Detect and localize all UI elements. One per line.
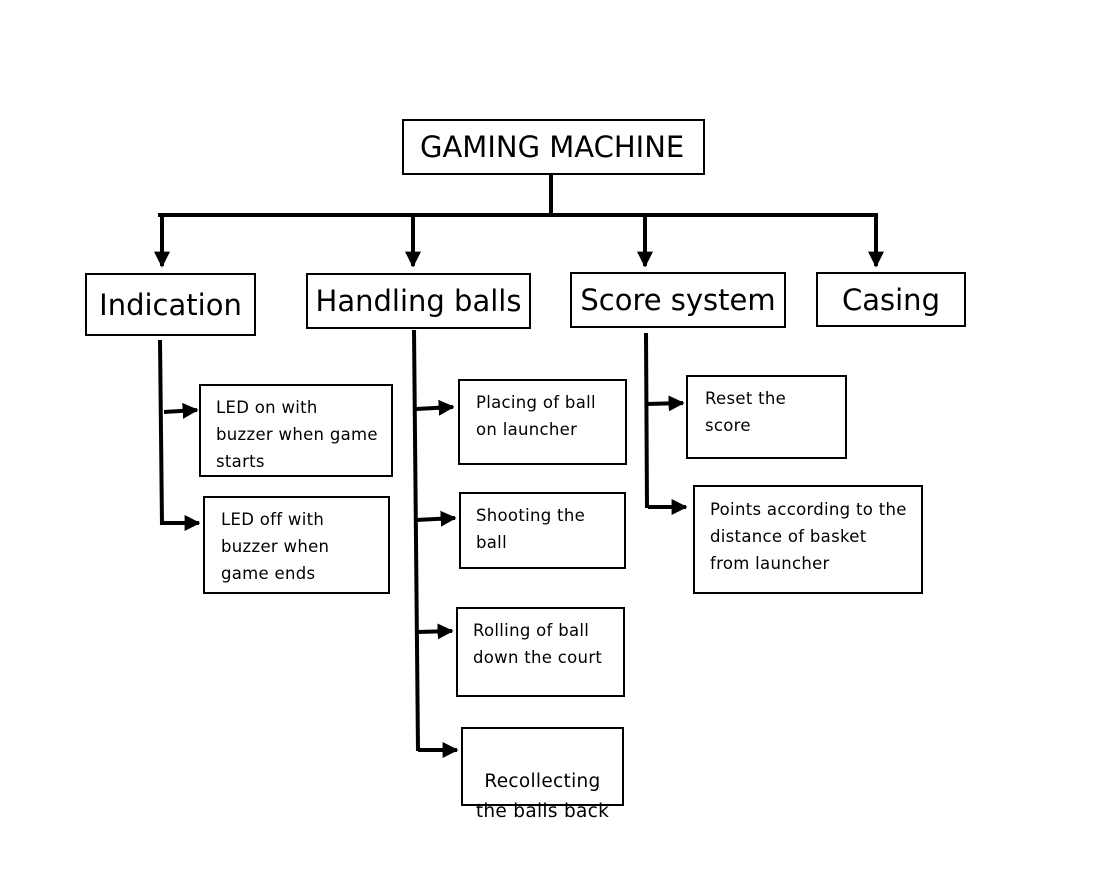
score-trunk — [644, 332, 649, 509]
indication-trunk — [158, 339, 164, 526]
category-score-system: Score system — [570, 272, 786, 328]
arrow-reset — [646, 395, 685, 412]
category-label-score-system: Score system — [580, 283, 776, 317]
leaf-shooting-ball: Shooting the ball — [459, 492, 626, 569]
root-node: GAMING MACHINE — [402, 119, 705, 175]
category-label-indication: Indication — [99, 287, 242, 322]
leaf-recollecting-label: Recollecting the balls back — [475, 771, 610, 822]
leaf-placing-ball: Placing of ball on launcher — [458, 379, 627, 465]
category-indication: Indication — [85, 273, 256, 336]
arrow-shooting — [415, 510, 457, 527]
arrow-led-on — [163, 402, 199, 419]
arrow-rolling — [417, 623, 454, 640]
leaf-recollecting: Recollecting the balls back — [461, 727, 624, 822]
leaf-led-off: LED off with buzzer when game ends — [203, 496, 390, 594]
leaf-rolling-ball: Rolling of ball down the court — [456, 607, 625, 697]
category-label-handling-balls: Handling balls — [315, 284, 522, 318]
category-label-casing: Casing — [842, 282, 940, 317]
leaf-reset-score: Reset the score — [686, 375, 847, 459]
leaf-points: Points according to the distance of bask… — [693, 485, 923, 594]
category-handling-balls: Handling balls — [306, 273, 531, 329]
category-casing: Casing — [816, 272, 966, 327]
leaf-led-on: LED on with buzzer when game starts — [199, 384, 393, 477]
handling-trunk — [412, 329, 420, 752]
arrow-placing — [415, 399, 455, 416]
root-label: GAMING MACHINE — [420, 130, 685, 164]
